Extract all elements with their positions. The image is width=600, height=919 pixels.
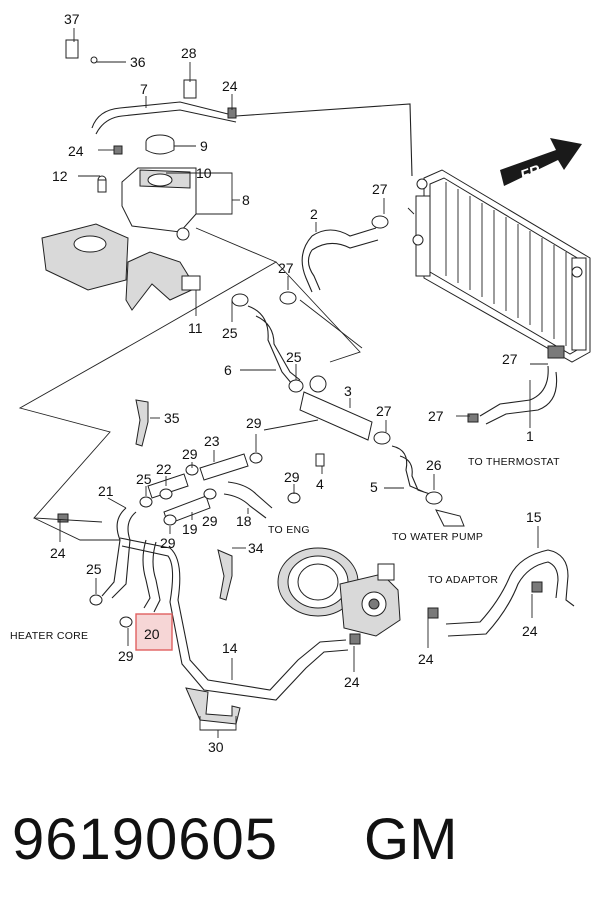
callout-21: 21 [98,483,114,499]
callout-30: 30 [208,739,224,755]
callout-24: 24 [222,78,238,94]
routing-notes: TO THERMOSTAT TO ENG TO WATER PUMP TO AD… [10,456,560,642]
leader-lines [18,28,548,738]
hose-clamps [57,107,543,645]
callout-18: 18 [236,513,252,529]
callout-24: 24 [418,651,434,667]
callout-29: 29 [160,535,176,551]
callout-36: 36 [130,54,146,70]
radiator [412,169,591,363]
brand-name: GM [364,807,458,872]
callout-labels: 37 36 28 24 7 24 9 12 10 8 27 2 27 11 25… [50,11,542,755]
callout-10: 10 [196,165,212,181]
callout-37: 37 [64,11,80,27]
note-to-adaptor: TO ADAPTOR [428,574,498,586]
callout-24: 24 [522,623,538,639]
callout-12: 12 [52,168,68,184]
highlight-box [135,613,173,651]
callout-24: 24 [344,674,360,690]
callout-29: 29 [118,648,134,664]
fr-label: FR [518,162,543,185]
callout-7: 7 [140,81,148,97]
callout-24: 24 [50,545,66,561]
callout-29: 29 [284,469,300,485]
callout-34: 34 [248,540,264,556]
part-number: 96190605 [12,807,279,872]
callout-27: 27 [372,181,388,197]
callout-9: 9 [200,138,208,154]
callout-1: 1 [526,428,534,444]
callout-5: 5 [370,479,378,495]
callout-11: 11 [188,320,203,336]
callout-26: 26 [426,457,442,473]
callout-27: 27 [428,408,444,424]
coolant-reservoir [121,134,197,241]
callout-6: 6 [224,362,232,378]
front-direction-arrow: FR [500,138,582,186]
note-heater-core: HEATER CORE [10,630,88,642]
cooling-system-exploded-diagram: FR [10,11,591,755]
callout-27: 27 [502,351,518,367]
callout-25: 25 [222,325,238,341]
callout-3: 3 [344,383,352,399]
note-to-water-pump: TO WATER PUMP [392,531,483,543]
callout-27: 27 [278,260,294,276]
callout-29: 29 [182,446,198,462]
radiator-fins [445,182,567,346]
hoses [91,101,575,701]
callout-25: 25 [86,561,102,577]
callout-25: 25 [286,349,302,365]
thermostat-housing [277,547,401,637]
footer: 96190605 GM [0,800,600,910]
callout-14: 14 [222,640,238,656]
callout-4: 4 [316,476,324,492]
callout-8: 8 [242,192,250,208]
callout-19: 19 [182,521,198,537]
callout-24: 24 [68,143,84,159]
callout-20: 20 [144,626,160,642]
note-to-eng: TO ENG [268,524,310,536]
callout-22: 22 [156,461,172,477]
callout-35: 35 [164,410,180,426]
callout-25: 25 [136,471,152,487]
note-to-thermostat: TO THERMOSTAT [468,456,560,468]
callout-29: 29 [202,513,218,529]
callout-29: 29 [246,415,262,431]
reservoir-bracket [41,223,201,311]
callout-28: 28 [181,45,197,61]
callout-2: 2 [310,206,318,222]
callout-23: 23 [204,433,220,449]
small-brackets [65,39,325,725]
callout-27: 27 [376,403,392,419]
callout-15: 15 [526,509,542,525]
